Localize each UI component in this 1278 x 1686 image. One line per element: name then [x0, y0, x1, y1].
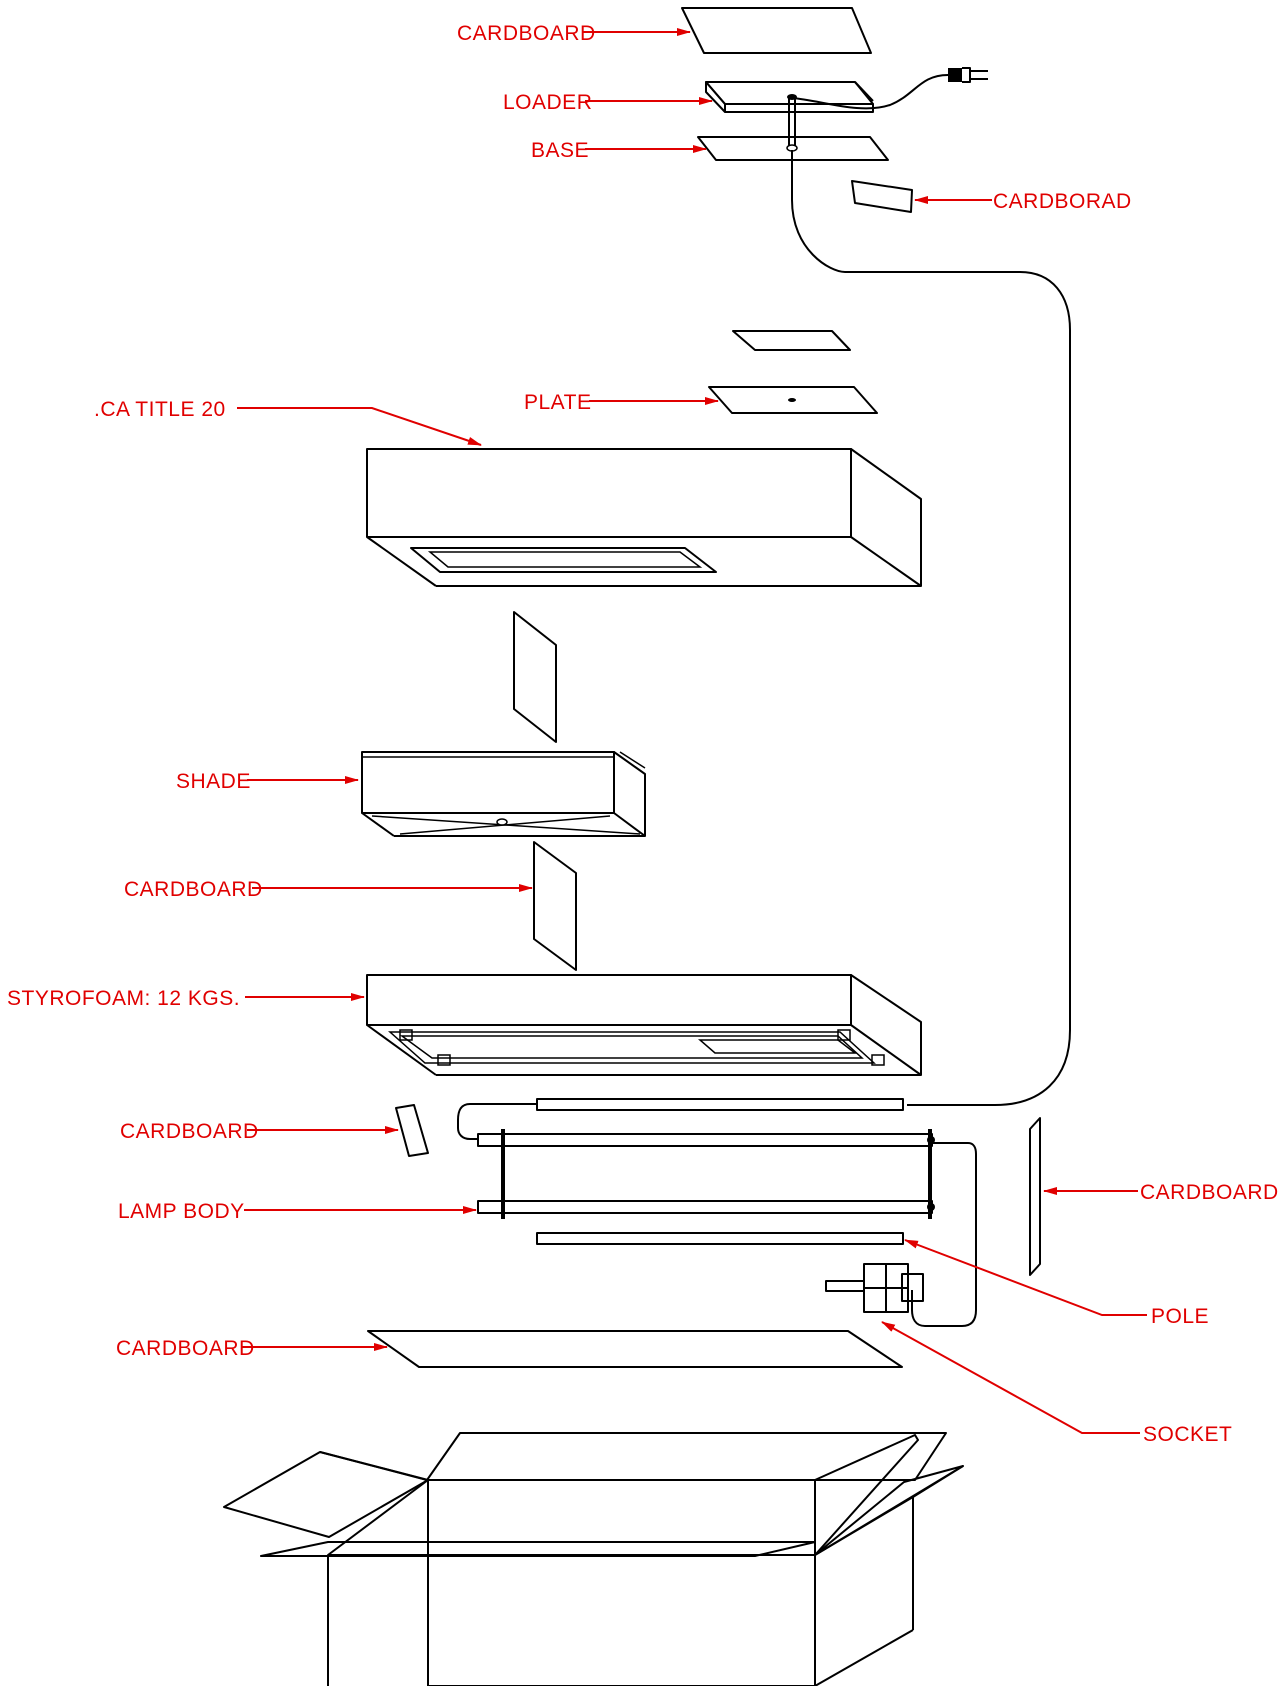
label-pole: POLE — [1151, 1305, 1209, 1328]
label-socket: SOCKET — [1143, 1423, 1232, 1446]
cardboard-top-sheet — [681, 7, 872, 54]
shade-part — [361, 751, 646, 837]
cardboard-right-strip — [1029, 1117, 1041, 1276]
label-plate: PLATE — [524, 391, 591, 414]
top-tube — [457, 1098, 904, 1140]
leader-lines — [237, 28, 1147, 1434]
label-cardboard-bottom: CARDBOARD — [116, 1337, 255, 1360]
label-loader: LOADER — [503, 91, 592, 114]
plate-part — [708, 386, 878, 414]
cardboard-bottom-sheet — [367, 1330, 903, 1368]
loader-rod — [787, 94, 797, 148]
lamp-body-part — [477, 1129, 977, 1327]
top-sheet-upper — [732, 330, 851, 351]
socket-part — [825, 1263, 924, 1313]
cardboard-small-piece — [395, 1104, 429, 1157]
ca-title-box — [366, 448, 922, 587]
vertical-sheet-upper — [513, 611, 557, 743]
pole-part — [536, 1232, 904, 1245]
label-lamp-body: LAMP BODY — [118, 1200, 245, 1223]
cardborad-piece — [851, 180, 913, 213]
label-cardboard-top: CARDBOARD — [457, 22, 596, 45]
label-base: BASE — [531, 139, 589, 162]
label-ca-title: .CA TITLE 20 — [94, 398, 226, 421]
label-cardboard-mid: CARDBOARD — [124, 878, 263, 901]
vertical-sheet-cardboard — [533, 841, 577, 971]
label-cardborad: CARDBORAD — [993, 190, 1132, 213]
label-cardboard-small: CARDBOARD — [120, 1120, 259, 1143]
styrofoam-box — [366, 974, 922, 1076]
loader-part — [705, 81, 874, 113]
long-cord — [791, 150, 1071, 1106]
power-cord — [791, 67, 988, 110]
label-cardboard-right: CARDBOARD — [1140, 1181, 1278, 1204]
label-styrofoam: STYROFOAM: 12 KGS. — [7, 987, 240, 1010]
label-shade: SHADE — [176, 770, 251, 793]
open-carton-box — [223, 1432, 964, 1686]
